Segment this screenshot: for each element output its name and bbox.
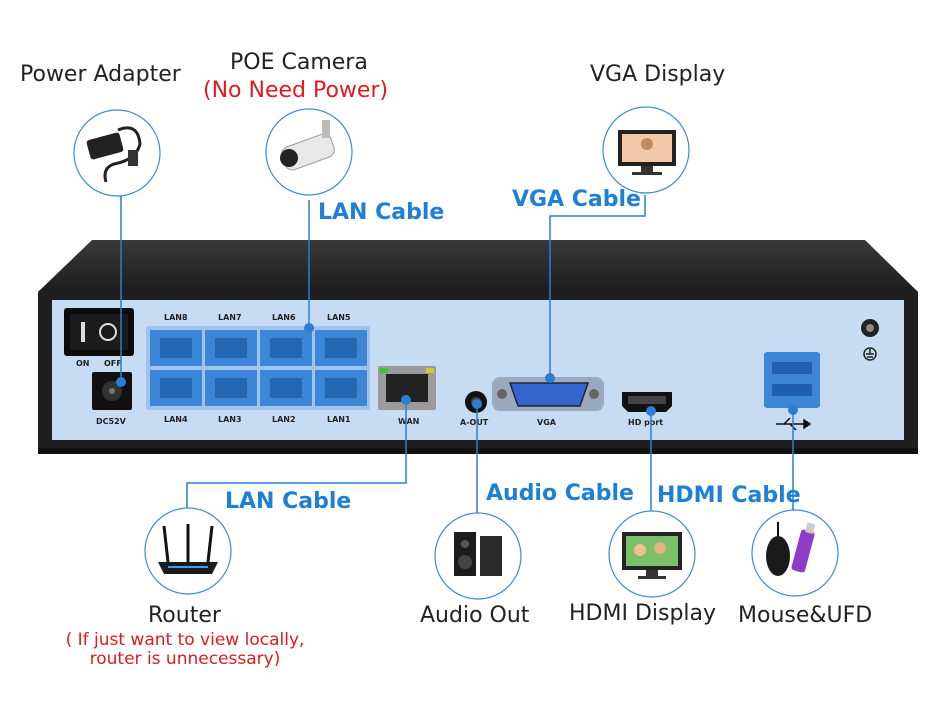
lan5-label: LAN5 [327,313,351,322]
power-adapter-label: Power Adapter [20,62,181,87]
lan1-label: LAN1 [327,415,351,424]
audio-out-label: Audio Out [420,603,530,628]
router-icon [158,524,218,574]
lan-cable-top-label: LAN Cable [318,200,445,225]
audio-out-circle [434,512,522,600]
dc-power-port[interactable] [92,372,132,410]
power-adapter-icon [86,126,142,183]
audio-cable-label: Audio Cable [486,481,634,506]
lan-cable-bottom-label: LAN Cable [225,489,352,514]
vga-port[interactable] [492,377,604,411]
wan-label: WAN [398,417,419,426]
monitor-icon [618,130,676,175]
hd-port-label: HD port [628,418,663,427]
connection-lines [120,195,794,513]
speaker-icon [454,532,502,576]
connection-dots [116,323,798,416]
hdmi-display-label: HDMI Display [569,601,717,626]
router-note-line1: ( If just want to view locally, [65,630,305,650]
poe-camera-note: (No Need Power) [203,78,389,103]
hdmi-port[interactable] [622,392,672,412]
mouse-usb-drive-icon [766,522,816,576]
poe-camera-label: POE Camera [230,50,368,75]
router-label: Router [148,603,221,628]
mouse-ufd-label: Mouse&UFD [738,603,873,628]
poe-camera-icon [280,120,335,171]
hdmi-cable-label: HDMI Cable [657,483,801,508]
hdmi-monitor-icon [622,532,682,579]
off-label: OFF [104,359,122,368]
ground-screw [861,319,879,337]
lan3-label: LAN3 [218,415,242,424]
usb-ports[interactable] [764,352,820,408]
mouse-ufd-circle [751,509,839,597]
lan6-label: LAN6 [272,313,296,322]
ground-icon [863,347,877,361]
on-label: ON [76,359,90,368]
lan8-label: LAN8 [164,313,188,322]
power-switch[interactable] [64,308,134,356]
lan-ports-block [146,326,370,410]
lan7-label: LAN7 [218,313,242,322]
aout-label: A-OUT [460,418,489,427]
lan2-label: LAN2 [272,415,296,424]
vga-cable-label: VGA Cable [512,187,641,212]
dc52v-label: DC52V [96,417,127,426]
vga-port-label: VGA [537,418,557,427]
vga-display-label: VGA Display [590,62,726,87]
router-note-line2: router is unnecessary) [89,649,281,669]
lan4-label: LAN4 [164,415,188,424]
